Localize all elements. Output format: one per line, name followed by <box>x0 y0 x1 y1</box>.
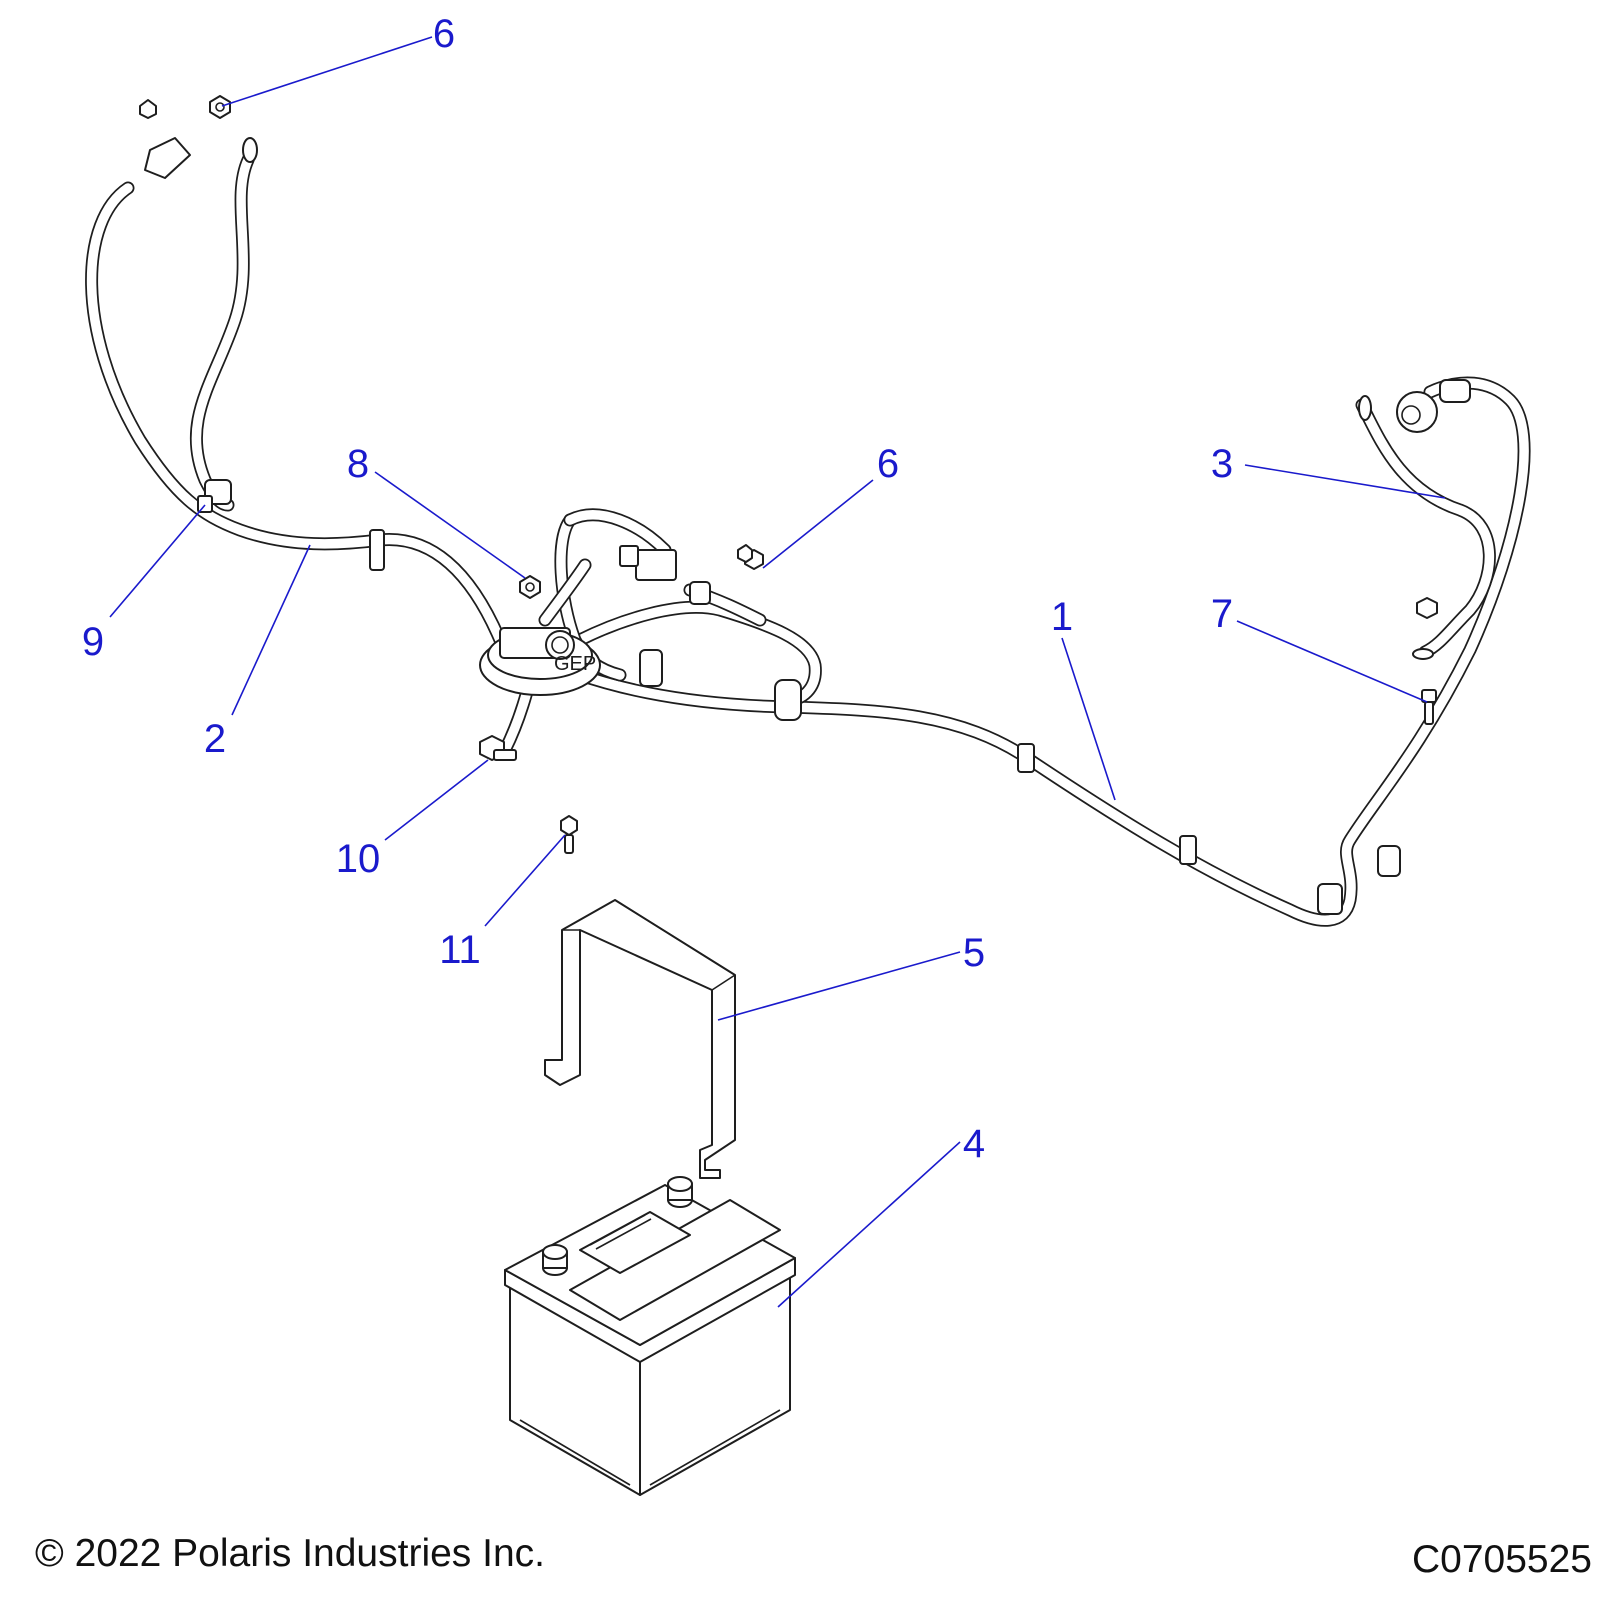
callout-6-top: 6 <box>433 12 455 56</box>
nut-6-top <box>209 95 231 119</box>
callout-labels: 1 2 3 4 5 6 6 7 8 9 10 11 <box>82 12 1233 1166</box>
nut-6-center <box>737 544 764 570</box>
callout-11: 11 <box>439 928 481 972</box>
callout-5: 5 <box>963 931 985 975</box>
bolt-10 <box>479 735 517 761</box>
bolt-11 <box>560 815 578 854</box>
cable-clamps <box>204 479 1401 915</box>
callout-4: 4 <box>963 1122 985 1166</box>
nut-top-left <box>139 99 157 119</box>
battery <box>504 1176 796 1496</box>
nut-8 <box>519 575 541 599</box>
figure-id: C0705525 <box>1412 1538 1592 1581</box>
bolt-7 <box>1421 689 1437 725</box>
nut-right <box>1416 597 1438 619</box>
callout-2: 2 <box>204 717 226 761</box>
connector-marking: GEP <box>554 653 596 675</box>
callout-7: 7 <box>1211 592 1233 636</box>
leader-lines <box>109 36 1446 1308</box>
callout-9: 9 <box>82 620 104 664</box>
battery-hold-down-bracket <box>544 899 736 1179</box>
callout-3: 3 <box>1211 442 1233 486</box>
cable-terminals <box>144 137 1471 660</box>
cable-2-harness <box>85 153 507 647</box>
junction-terminal-block: GEP <box>479 545 711 696</box>
callout-10: 10 <box>336 837 381 881</box>
callout-6-center: 6 <box>877 442 899 486</box>
callout-1: 1 <box>1051 595 1073 639</box>
cable-3-harness <box>1355 398 1496 659</box>
callout-8: 8 <box>347 442 369 486</box>
cable-1-main <box>513 376 1531 927</box>
copyright-notice: © 2022 Polaris Industries Inc. <box>35 1532 545 1575</box>
